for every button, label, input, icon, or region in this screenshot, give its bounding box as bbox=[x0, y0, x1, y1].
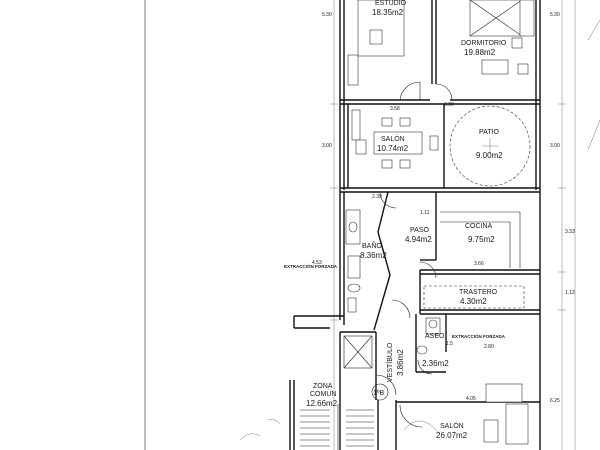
dim-salon-width: 3.58 bbox=[390, 106, 400, 112]
room-zona-comun-line1: ZONA bbox=[313, 383, 333, 390]
room-paso-name: PASO bbox=[410, 227, 429, 234]
room-dormitorio-name: DORMITORIO bbox=[461, 40, 507, 47]
room-dormitorio-area: 19.88m2 bbox=[464, 48, 496, 57]
estudio-furniture bbox=[347, 0, 405, 86]
room-paso-area: 4.94m2 bbox=[405, 235, 432, 244]
extraccion-left-note: EXTRACCIÓN FORZADA bbox=[284, 262, 338, 269]
dim-aseo-width: 2.80 bbox=[484, 344, 494, 350]
unit-label: 1ºB bbox=[373, 390, 384, 397]
room-salon-top-name: SALÓN bbox=[381, 134, 405, 143]
right-dimension-line: 5.30 3.00 3.33 1.12 6.25 bbox=[550, 0, 600, 450]
salon-top-furniture bbox=[351, 109, 439, 169]
dim-paso-width: 1.11 bbox=[420, 210, 430, 216]
room-vestibulo-area: 3.86m2 bbox=[396, 349, 405, 376]
room-estudio-area: 18.35m2 bbox=[372, 8, 404, 17]
dim-right-mid: 3.00 bbox=[550, 143, 560, 149]
dim-right-top: 5.30 bbox=[550, 12, 560, 18]
street-marks bbox=[239, 419, 281, 441]
room-zona-comun-area: 12.66m2 bbox=[306, 399, 338, 408]
doors bbox=[375, 81, 453, 428]
dim-bano-width: 2.39 bbox=[372, 194, 382, 200]
room-bano-area: 8.36m2 bbox=[360, 251, 387, 260]
room-salon-bottom-name: SALÓN bbox=[440, 421, 464, 430]
cocina-counter bbox=[440, 211, 521, 268]
room-estudio-name: ESTUDIO bbox=[375, 0, 407, 7]
room-bano-name: BAÑO bbox=[362, 241, 382, 250]
dim-left-top: 5.30 bbox=[322, 12, 332, 18]
room-trastero-name: TRASTERO bbox=[459, 289, 498, 296]
dim-patio-width: 3.00 bbox=[444, 102, 454, 108]
dim-right-bottom: 6.25 bbox=[550, 398, 560, 404]
staircase bbox=[300, 404, 374, 450]
salon-bottom-furniture bbox=[403, 383, 529, 445]
room-cocina-name: COCINA bbox=[465, 223, 493, 230]
trastero-storage bbox=[423, 285, 525, 309]
room-patio-name: PATIO bbox=[479, 129, 500, 136]
aseo-fixtures bbox=[416, 317, 441, 355]
room-aseo-area: 2.36m2 bbox=[422, 359, 449, 368]
dim-salon-bottom-width: 4.05 bbox=[466, 396, 476, 402]
room-salon-top-area: 10.74m2 bbox=[377, 144, 409, 153]
dormitorio-bed bbox=[469, 0, 535, 75]
room-zona-comun-line2: COMÚN bbox=[310, 389, 336, 398]
room-trastero-area: 4.30m2 bbox=[460, 297, 487, 306]
extraccion-right-note: EXTRACCIÓN FORZADA bbox=[452, 332, 506, 339]
dim-right-mid2: 3.33 bbox=[565, 229, 575, 235]
dim-left-lower: 4.53 bbox=[312, 260, 322, 266]
dim-left-mid: 3.00 bbox=[322, 143, 332, 149]
dim-right-low: 1.12 bbox=[565, 290, 575, 296]
room-aseo-name: ASEO bbox=[425, 333, 445, 340]
room-cocina-area: 9.75m2 bbox=[468, 235, 495, 244]
left-dimension-line: 5.30 3.00 4.53 bbox=[312, 0, 338, 450]
unit-marker: 1ºB bbox=[371, 383, 389, 401]
elevator-shaft bbox=[343, 335, 373, 369]
dim-aseo-small: 1.5 bbox=[446, 341, 453, 347]
room-patio-area: 9.00m2 bbox=[476, 151, 503, 160]
room-salon-bottom-area: 26.07m2 bbox=[436, 431, 468, 440]
dim-cocina-width: 3.66 bbox=[474, 261, 484, 267]
patio-skylight bbox=[449, 105, 531, 187]
room-vestibulo-name: VESTÍBULO bbox=[385, 342, 394, 382]
bano-fixtures bbox=[345, 209, 361, 313]
exterior-walls bbox=[339, 0, 541, 450]
